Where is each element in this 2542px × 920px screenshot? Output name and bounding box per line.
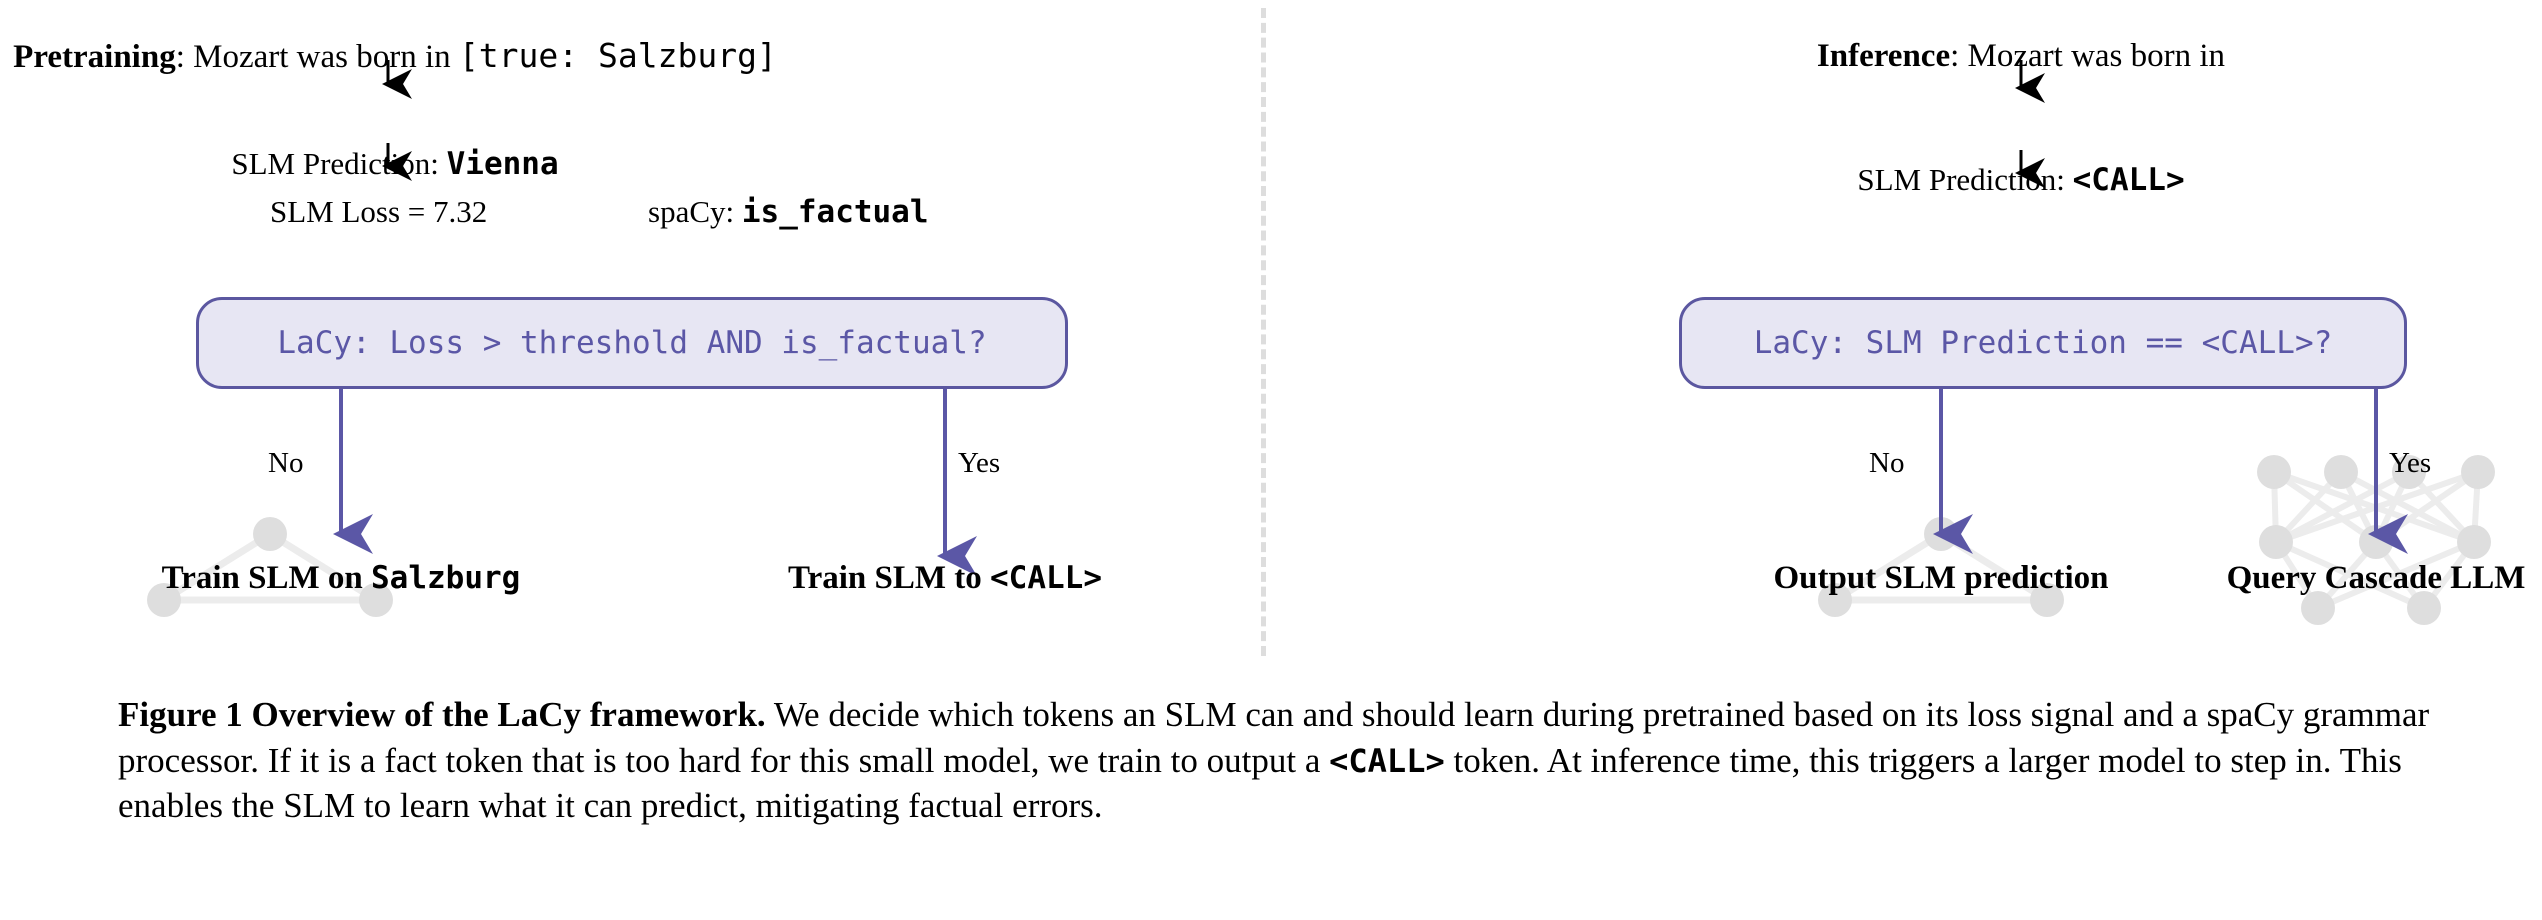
leaf-yes-bold-left: Train SLM to [788, 560, 990, 596]
slm-prediction-line-left: SLM Prediction: Vienna [0, 146, 790, 182]
leaf-yes-code-left: <CALL> [990, 560, 1102, 596]
pretraining-title-code: [true: Salzburg] [458, 36, 777, 75]
panel-divider [1261, 8, 1266, 656]
pretraining-title: Pretraining: Mozart was born in [true: S… [0, 36, 790, 75]
slm-loss-text: SLM Loss = 7.32 [270, 194, 488, 229]
inference-panel: Inference: Mozart was born in SLM Predic… [1261, 0, 2542, 660]
spacy-label-group: spaCy: is_factual [648, 194, 929, 230]
leaf-no-code-left: Salzburg [371, 560, 521, 596]
slm-prediction-label-left: SLM Prediction: [231, 146, 447, 181]
caption-text-2: token. At inference time, this triggers … [118, 740, 2402, 826]
caption-figure-label: Figure 1 [118, 695, 243, 734]
leaf-no-text-right: Output SLM prediction [1773, 560, 2109, 596]
leaf-no-bold-left: Train SLM on [161, 560, 372, 596]
lacy-decision-box-left[interactable]: LaCy: Loss > threshold AND is_factual? [196, 297, 1068, 389]
pretraining-title-bold: Pretraining [13, 39, 176, 75]
lacy-decision-text-left: LaCy: Loss > threshold AND is_factual? [277, 325, 987, 361]
inference-title: Inference: Mozart was born in [1711, 38, 2331, 74]
slm-prediction-label-right: SLM Prediction: [1857, 162, 2073, 197]
pretraining-title-rest: : Mozart was born in [175, 39, 459, 75]
branch-yes-text-right: Yes [2389, 447, 2432, 479]
slm-loss-label: SLM Loss = 7.32 [270, 194, 488, 229]
branch-no-text-left: No [268, 447, 304, 479]
decorative-graph-network-right [2257, 455, 2495, 625]
branch-no-text-right: No [1869, 447, 1905, 479]
leaf-train-on-salzburg: Train SLM on Salzburg [0, 560, 682, 597]
leaf-train-to-call: Train SLM to <CALL> [660, 560, 1230, 597]
branch-yes-text-left: Yes [958, 447, 1001, 479]
figure-caption: Figure 1 Overview of the LaCy framework.… [118, 692, 2436, 829]
lacy-decision-box-right[interactable]: LaCy: SLM Prediction == <CALL>? [1679, 297, 2407, 389]
leaf-query-cascade-llm: Query Cascade LLM [2141, 560, 2542, 597]
caption-code-1: <CALL> [1329, 741, 1445, 780]
leaf-yes-text-right: Query Cascade LLM [2226, 560, 2526, 596]
branch-label-yes-left: Yes [958, 447, 1000, 480]
spacy-value: is_factual [741, 194, 929, 230]
spacy-label: spaCy: [648, 194, 742, 229]
caption-text-1: We decide which tokens an SLM can and sh… [118, 695, 2430, 780]
branch-label-no-left: No [268, 447, 303, 480]
leaf-output-slm-prediction: Output SLM prediction [1671, 560, 2211, 597]
caption-bold-title: Overview of the LaCy framework. [251, 695, 766, 734]
branch-label-no-right: No [1869, 447, 1904, 480]
inference-title-bold: Inference [1816, 38, 1951, 74]
slm-prediction-line-right: SLM Prediction: <CALL> [1711, 162, 2331, 198]
pretraining-panel: Pretraining: Mozart was born in [true: S… [0, 0, 1261, 660]
slm-prediction-value-right: <CALL> [2072, 162, 2185, 198]
inference-title-rest: : Mozart was born in [1950, 38, 2226, 74]
branch-label-yes-right: Yes [2389, 447, 2431, 480]
lacy-decision-text-right: LaCy: SLM Prediction == <CALL>? [1753, 325, 2333, 361]
slm-prediction-value-left: Vienna [446, 146, 559, 182]
